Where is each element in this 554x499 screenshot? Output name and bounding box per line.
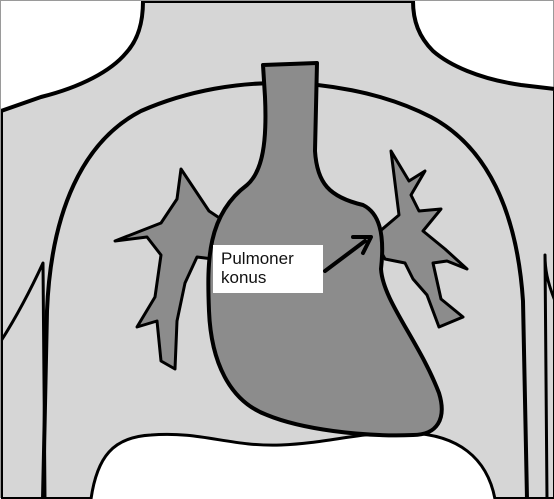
- pulmonary-conus-label: Pulmoner konus: [213, 245, 323, 293]
- label-line-1: Pulmoner: [221, 249, 323, 268]
- label-line-2: konus: [221, 268, 323, 287]
